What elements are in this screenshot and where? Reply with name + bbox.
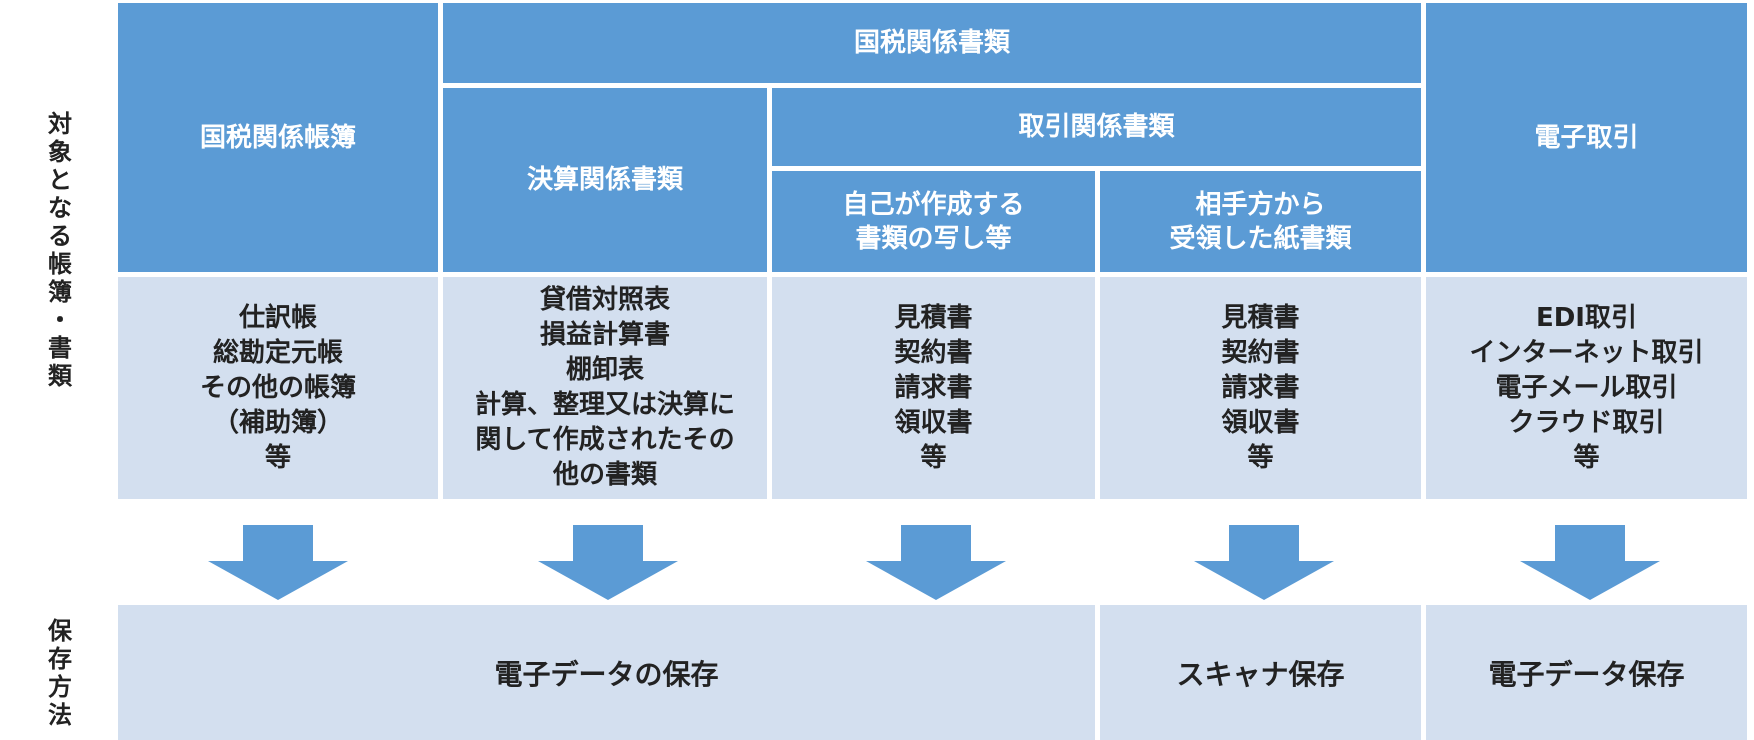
scanner-storage-label: スキャナ保存 — [1176, 657, 1345, 691]
settlement-documents-header: 決算関係書類 — [443, 88, 767, 272]
settlement-examples-cell: 貸借対照表 損益計算書 棚卸表 計算、整理又は決算に 関して作成されたその 他の… — [443, 277, 767, 499]
target-books-documents-text: 対象となる帳簿・書類 — [48, 110, 72, 390]
self-created-examples-text: 見積書 契約書 請求書 領収書 等 — [894, 302, 973, 473]
books-examples-text: 仕訳帳 総勘定元帳 その他の帳簿 （補助簿） 等 — [199, 302, 356, 473]
scanner-storage-box: スキャナ保存 — [1100, 605, 1421, 740]
books-examples-cell: 仕訳帳 総勘定元帳 その他の帳簿 （補助簿） 等 — [118, 277, 438, 499]
settlement-documents-label: 決算関係書類 — [526, 165, 683, 195]
electronic-data-storage-label: 電子データの保存 — [494, 657, 719, 691]
electronic-transaction-label: 電子取引 — [1534, 122, 1639, 153]
national-tax-books-header: 国税関係帳簿 — [118, 3, 438, 272]
self-created-copies-label: 自己が作成する 書類の写し等 — [842, 189, 1025, 254]
national-tax-books-label: 国税関係帳簿 — [199, 122, 356, 153]
down-arrow-icon — [1520, 525, 1660, 600]
transaction-documents-label: 取引関係書類 — [1018, 112, 1175, 142]
down-arrow-icon — [866, 525, 1006, 600]
storage-method-label: 保存方法 — [30, 605, 90, 740]
received-paper-documents-label: 相手方から 受領した紙書類 — [1169, 189, 1352, 254]
down-arrow-icon — [208, 525, 348, 600]
national-tax-documents-label: 国税関係書類 — [853, 28, 1010, 58]
transaction-documents-header: 取引関係書類 — [772, 88, 1421, 166]
self-created-examples-cell: 見積書 契約書 請求書 領収書 等 — [772, 277, 1095, 499]
self-created-copies-header: 自己が作成する 書類の写し等 — [772, 171, 1095, 272]
storage-method-text: 保存方法 — [48, 616, 72, 729]
received-paper-documents-header: 相手方から 受領した紙書類 — [1100, 171, 1421, 272]
electronic-transaction-examples-cell: EDI取引 インターネット取引 電子メール取引 クラウド取引 等 — [1426, 277, 1747, 499]
target-books-documents-label: 対象となる帳簿・書類 — [30, 90, 90, 410]
electronic-transaction-examples-text: EDI取引 インターネット取引 電子メール取引 クラウド取引 等 — [1469, 302, 1704, 473]
down-arrow-icon — [1194, 525, 1334, 600]
electronic-data-storage-short-box: 電子データ保存 — [1426, 605, 1747, 740]
electronic-data-storage-short-label: 電子データ保存 — [1488, 657, 1685, 691]
received-paper-examples-text: 見積書 契約書 請求書 領収書 等 — [1221, 302, 1300, 473]
electronic-transaction-header: 電子取引 — [1426, 3, 1747, 272]
electronic-data-storage-box: 電子データの保存 — [118, 605, 1095, 740]
national-tax-documents-header: 国税関係書類 — [443, 3, 1421, 83]
received-paper-examples-cell: 見積書 契約書 請求書 領収書 等 — [1100, 277, 1421, 499]
down-arrow-icon — [538, 525, 678, 600]
settlement-examples-text: 貸借対照表 損益計算書 棚卸表 計算、整理又は決算に 関して作成されたその 他の… — [474, 285, 735, 490]
